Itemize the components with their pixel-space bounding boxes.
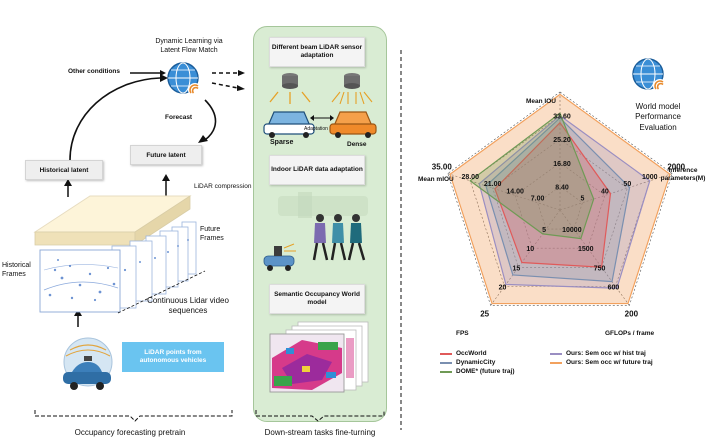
- legend-item: Ours: Sem occ w/ future traj: [550, 359, 653, 366]
- indoor-adaptation-card: Indoor LiDAR data adaptation: [269, 155, 365, 185]
- legend-item: OccWorld: [440, 350, 487, 357]
- legend-item: Ours: Sem occ w/ hist traj: [550, 350, 646, 357]
- radar-tick-label: 8.40: [555, 184, 569, 191]
- other-conditions-label: Other conditions: [68, 68, 120, 75]
- radar-tick-label: 200: [625, 309, 639, 318]
- semantic-occupancy-card: Semantic Occupancy World model: [269, 284, 365, 314]
- legend-item: DynamicCity: [440, 359, 495, 366]
- axis-fps: FPS: [456, 330, 469, 337]
- semantic-occupancy-stack: [269, 321, 369, 393]
- historical-frames-label: Historical Frames: [2, 262, 31, 278]
- dense-label: Dense: [347, 141, 367, 148]
- middle-brace: [255, 410, 385, 422]
- axis-gflops: GFLOPs / frame: [605, 330, 655, 337]
- legend-label: DynamicCity: [456, 359, 496, 366]
- legend-item: DOME* (future traj): [440, 368, 515, 375]
- radar-tick-label: 33.60: [553, 114, 571, 121]
- legend-swatch: [550, 352, 562, 355]
- radar-tick-label: 1500: [578, 246, 594, 253]
- radar-tick-label: 16.80: [553, 161, 571, 168]
- radar-tick-label: 25: [480, 309, 489, 318]
- lidar-points-box: LiDAR points from autonomous vehicles: [122, 342, 224, 372]
- radar-tick-label: 2000: [667, 163, 685, 172]
- radar-grid-ring: [447, 91, 673, 306]
- radar-series-3: [478, 114, 651, 289]
- historical-latent-box: Historical latent: [25, 160, 103, 180]
- radar-tick-label: 1000: [642, 174, 658, 181]
- pedestrians: [312, 214, 366, 261]
- radar-tick-label: 10: [526, 246, 534, 253]
- radar-tick-label: 20: [499, 284, 507, 291]
- lidar-frame-stack: [39, 221, 197, 313]
- globe-icon-right: [632, 58, 667, 93]
- radar-series-4: [449, 93, 671, 305]
- legend-label: OccWorld: [456, 350, 487, 357]
- radar-chart: 8.4016.8025.2033.6042.005405010002000100…: [432, 91, 686, 318]
- legend-swatch: [550, 361, 562, 364]
- sparse-label: Sparse: [270, 139, 294, 146]
- radar-series-2: [469, 112, 595, 240]
- legend-label: Ours: Sem occ w/ hist traj: [566, 350, 646, 357]
- panel-divider: [400, 50, 402, 430]
- continuous-lidar-label: Continuous Lidar video sequences: [147, 296, 229, 315]
- radar-series-0: [494, 121, 612, 268]
- beam-adaptation-card: Different beam LiDAR sensor adaptation: [269, 37, 365, 67]
- forecast-label: Forecast: [165, 114, 193, 121]
- radar-tick-label: 25.20: [553, 137, 571, 144]
- future-latent-box: Future latent: [130, 145, 202, 165]
- globe-icon: [167, 62, 202, 97]
- future-frames-label: Future Frames: [200, 226, 224, 242]
- adaptation-label: Adaptation: [304, 126, 328, 132]
- radar-tick-label: 21.00: [484, 181, 502, 188]
- dynamic-learning-label: Dynamic Learning via Latent Flow Match: [155, 38, 223, 54]
- indoor-illustration: [263, 192, 368, 271]
- lidar-compression-label: LiDAR compression: [194, 183, 252, 190]
- radar-series-1: [485, 117, 631, 283]
- radar-tick-label: 5: [542, 227, 546, 234]
- legend-label: Ours: Sem occ w/ future traj: [566, 359, 653, 366]
- beam-adaptation-illustration: [263, 73, 377, 138]
- radar-tick-label: 15: [512, 265, 520, 272]
- radar-tick-label: 5: [580, 196, 584, 203]
- middle-caption: Down-stream tasks fine-turning: [264, 428, 376, 437]
- legend-swatch: [440, 352, 452, 355]
- axis-mean-miou: Mean mIOU: [418, 176, 454, 183]
- radar-tick-label: 14.00: [506, 188, 524, 195]
- radar-grid-ring: [537, 186, 583, 230]
- radar-tick-label: 35.00: [432, 163, 453, 172]
- radar-tick-label: 40: [601, 188, 609, 195]
- left-panel-graphics: [33, 70, 245, 422]
- radar-tick-label: 750: [594, 265, 606, 272]
- radar-tick-label: 7.00: [531, 196, 545, 203]
- radar-tick-label: 10000: [562, 227, 582, 234]
- radar-tick-label: 600: [608, 284, 620, 291]
- radar-grid-ring: [492, 138, 628, 268]
- left-caption: Occupancy forecasting pretrain: [74, 428, 186, 437]
- legend-swatch: [440, 361, 452, 364]
- world-model-title: World model Performance Evaluation: [635, 102, 681, 132]
- radar-tick-label: 50: [623, 181, 631, 188]
- legend-swatch: [440, 370, 452, 373]
- curve-arrow-up: [69, 77, 161, 161]
- axis-inference: Inference parameters(M): [660, 167, 706, 183]
- car-lidar-illustration: [63, 337, 113, 390]
- axis-mean-iou: Mean IOU: [526, 98, 556, 105]
- legend-label: DOME* (future traj): [456, 368, 515, 375]
- radar-tick-label: 28.00: [461, 174, 479, 181]
